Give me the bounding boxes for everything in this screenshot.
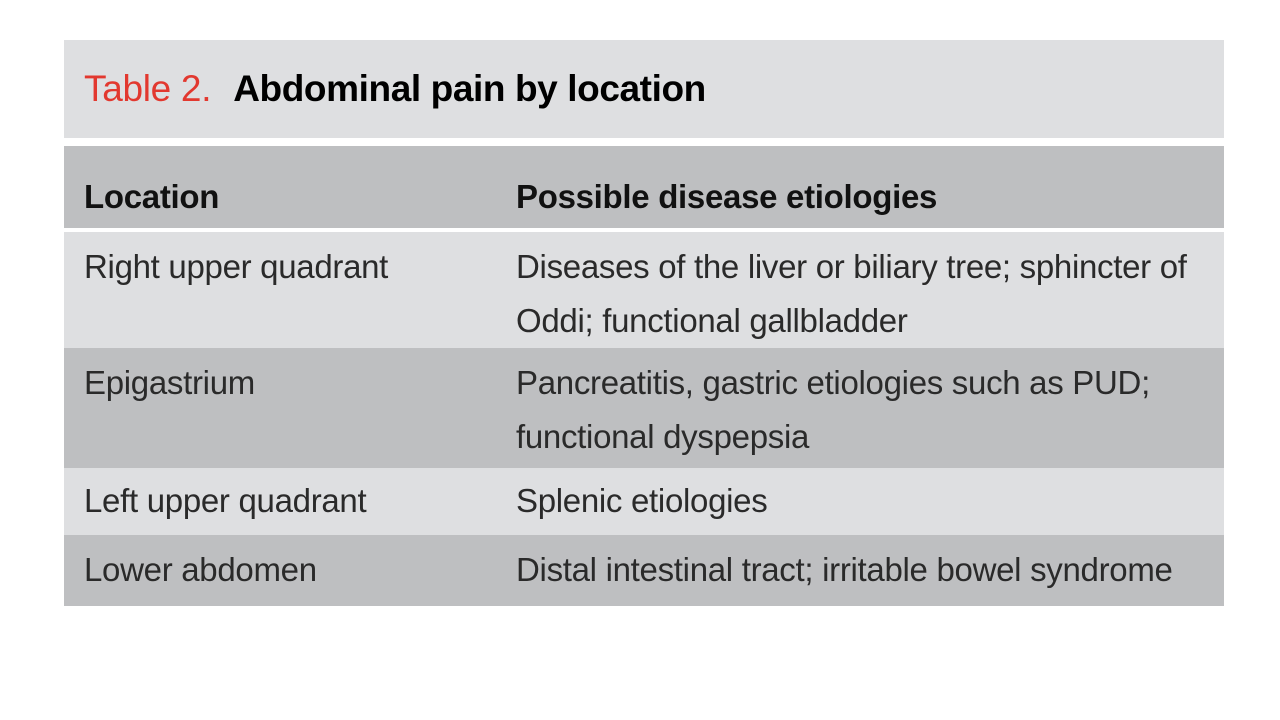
etiology-line: Oddi; functional gallbladder [516,302,908,339]
row-location: Left upper quadrant [84,482,367,519]
row-etiologies: Splenic etiologies [516,474,1224,535]
table-title: Abdominal pain by location [233,68,706,109]
table-row: Right upper quadrant Diseases of the liv… [64,232,1224,348]
header-location: Location [84,178,220,215]
table-row: Epigastrium Pancreatitis, gastric etiolo… [64,348,1224,468]
row-etiologies: Pancreatitis, gastric etiologies such as… [516,356,1224,468]
row-etiologies: Diseases of the liver or biliary tree; s… [516,240,1224,348]
etiology-line: Diseases of the liver or biliary tree; s… [516,248,1187,285]
header-divider [64,228,1224,232]
etiology-line: functional dyspepsia [516,418,810,455]
table-row: Lower abdomen Distal intestinal tract; i… [64,535,1224,606]
table-row: Left upper quadrant Splenic etiologies [64,468,1224,535]
table-header-row: Location Possible disease etiologies [64,146,1224,228]
table-title-bar: Table 2. Abdominal pain by location [64,40,1224,138]
etiology-line: Pancreatitis, gastric etiologies such as… [516,364,1150,401]
abdominal-pain-table: Table 2. Abdominal pain by location Loca… [64,40,1224,606]
header-etiologies: Possible disease etiologies [516,178,938,215]
row-etiologies: Distal intestinal tract; irritable bowel… [516,543,1224,606]
title-gap [64,138,1224,146]
etiology-line: Distal intestinal tract; irritable bowel… [516,551,1173,588]
table-number-label: Table 2. [84,68,212,109]
etiology-line: Splenic etiologies [516,482,768,519]
row-location: Epigastrium [84,364,255,401]
row-location: Lower abdomen [84,551,317,588]
row-location: Right upper quadrant [84,248,389,285]
